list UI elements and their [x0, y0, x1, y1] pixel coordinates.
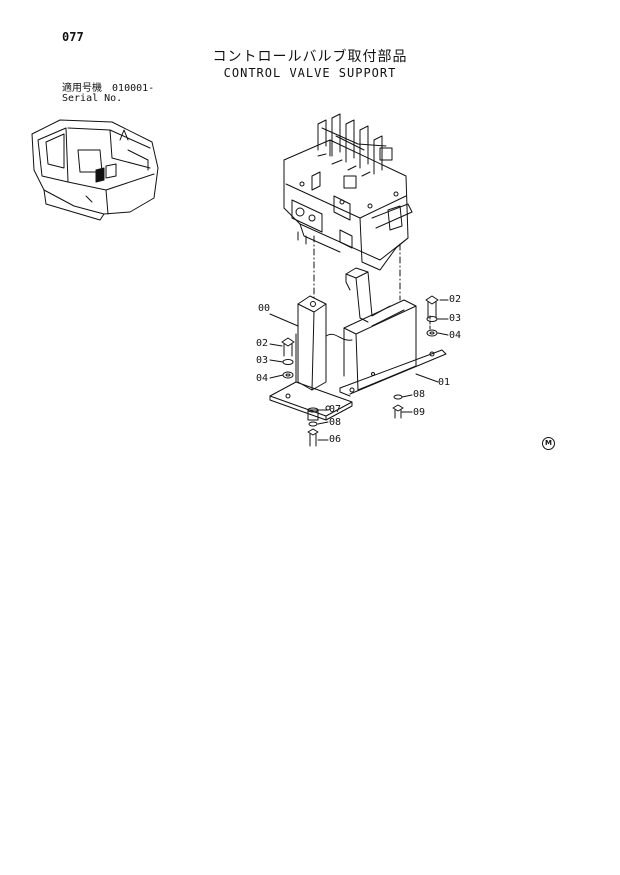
- serial-label-jp: 適用号機: [62, 83, 102, 94]
- hardware-lower: [307, 407, 319, 447]
- support-frame: [269, 267, 447, 421]
- hardware-right: [425, 295, 439, 337]
- leader-lines: [269, 299, 449, 441]
- callout-00: 00: [258, 303, 271, 314]
- bracket-upright: [297, 295, 353, 391]
- callout-08-lower: 08: [329, 417, 342, 428]
- callout-03-right: 03: [449, 313, 462, 324]
- callout-07: 07: [329, 404, 342, 415]
- page-title-english: CONTROL VALVE SUPPORT: [223, 66, 397, 80]
- callout-01: 01: [438, 377, 451, 388]
- page-title-japanese: コントロールバルブ取付部品: [212, 49, 408, 65]
- callout-03-left: 03: [256, 355, 269, 366]
- callout-04-left: 04: [256, 373, 269, 384]
- serial-info: 適用号機 010001- Serial No.: [62, 84, 154, 104]
- hardware-right-lower: [392, 394, 404, 419]
- hardware-left: [281, 337, 295, 379]
- callout-02-right: 02: [449, 294, 462, 305]
- control-valve: [283, 113, 413, 271]
- callout-09: 09: [413, 407, 426, 418]
- excavator-thumbnail: [31, 119, 159, 221]
- circled-m-mark: M: [542, 437, 555, 450]
- serial-value: 010001-: [112, 83, 155, 94]
- page-number: 077: [62, 30, 84, 44]
- callout-08-right: 08: [413, 389, 426, 400]
- serial-label-en: Serial No.: [62, 93, 123, 104]
- callout-06: 06: [329, 434, 342, 445]
- callout-04-right: 04: [449, 330, 462, 341]
- callout-02-left: 02: [256, 338, 269, 349]
